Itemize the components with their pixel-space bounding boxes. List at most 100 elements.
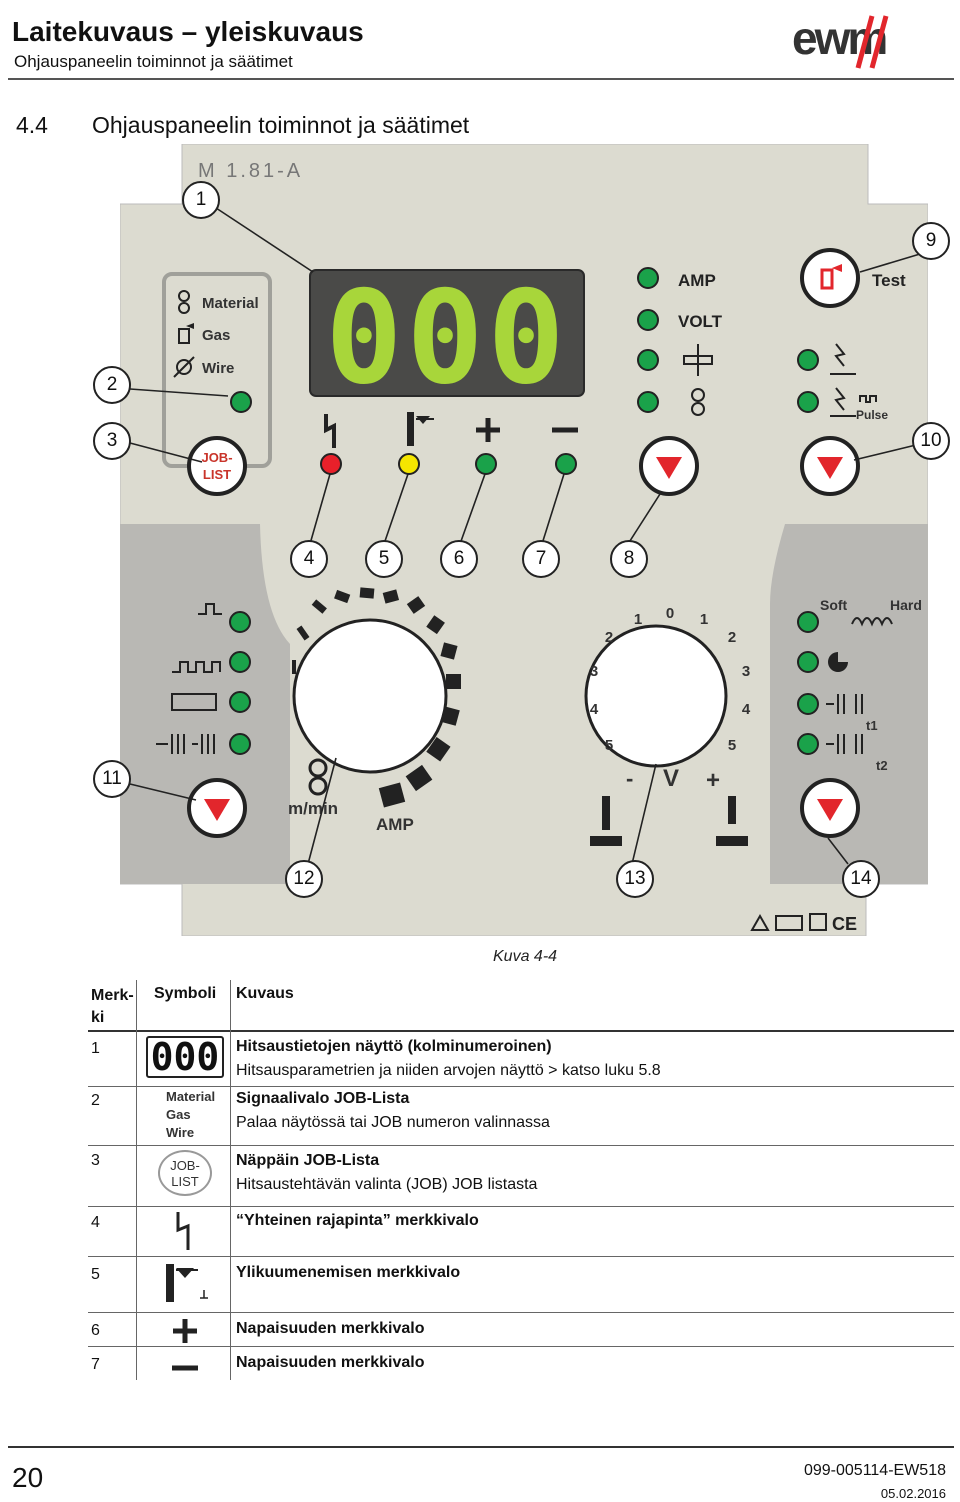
- plus-polarity-icon: [476, 418, 500, 442]
- choke-led: [797, 611, 819, 633]
- svg-text:5: 5: [605, 737, 613, 754]
- volt-scale: 5 4 3 2 1 0 1 2 3 4 5: [590, 605, 751, 754]
- wire-speed-led: [637, 391, 659, 413]
- spot-weld-icon: [171, 693, 217, 711]
- row-title: Hitsaustietojen näyttö (kolminumeroinen): [236, 1038, 552, 1055]
- svg-text:3: 3: [742, 663, 750, 680]
- callout-13: 13: [616, 860, 654, 898]
- process-select-button[interactable]: [800, 436, 860, 496]
- row-divider: [88, 1145, 954, 1146]
- display-000-icon: 000: [146, 1036, 224, 1078]
- wire-speed-knob[interactable]: [292, 618, 448, 774]
- callout-4: 4: [290, 540, 328, 578]
- four-step-led: [229, 651, 251, 673]
- three-digit-display: [309, 269, 585, 397]
- job-list-button[interactable]: JOB- LIST: [187, 436, 247, 496]
- row-description: Hitsaustehtävän valinta (JOB) JOB listas…: [236, 1176, 538, 1193]
- page-header-title: Laitekuvaus – yleiskuvaus: [12, 16, 364, 47]
- minus-polarity-led: [555, 453, 577, 475]
- svg-text:0: 0: [666, 605, 674, 622]
- t1-label: t1: [866, 718, 878, 733]
- interval-icon: [156, 734, 215, 754]
- wire-feed-icon: [178, 290, 190, 314]
- row-title: Näppäin JOB-Lista: [236, 1152, 380, 1169]
- document-date: 05.02.2016: [880, 1486, 946, 1501]
- soft-label: Soft: [820, 597, 848, 613]
- volt-led: [637, 309, 659, 331]
- section-title: 4.4 Ohjauspaneelin toiminnot ja säätimet: [16, 112, 469, 139]
- pulse-arc-icon: [830, 387, 856, 417]
- material-gas-wire-icon: Material Gas Wire: [166, 1089, 216, 1140]
- minus-icon: [172, 1365, 198, 1371]
- display-value: 000: [325, 264, 568, 413]
- plus-icon: [173, 1319, 197, 1343]
- pulse-label: Pulse: [856, 408, 888, 422]
- callout-9: 9: [912, 222, 950, 260]
- interface-lightning-icon: [324, 414, 336, 448]
- row-divider: [88, 1312, 954, 1313]
- table-col-divider-2: [230, 980, 231, 1380]
- section-number: 4.4: [16, 112, 48, 138]
- col-head-symboli: Symboli: [154, 985, 217, 1002]
- overheat-led: [398, 453, 420, 475]
- callout-7: 7: [522, 540, 560, 578]
- wire-feed-small-icon: [691, 388, 705, 416]
- row-title: Napaisuuden merkkivalo: [236, 1320, 425, 1337]
- spot-time-led: [797, 693, 819, 715]
- job-list-led: [230, 391, 252, 413]
- section-title-text: Ohjauspaneelin toiminnot ja säätimet: [92, 112, 470, 138]
- col-head-kuvaus: Kuvaus: [236, 985, 294, 1002]
- panel-model: M 1.81-A: [198, 160, 303, 182]
- interval-led: [229, 733, 251, 755]
- job-list-button-icon: JOB- LIST: [158, 1150, 212, 1196]
- callout-14: 14: [842, 860, 880, 898]
- job-list-line2: LIST: [203, 467, 231, 482]
- row-number: 4: [91, 1214, 100, 1231]
- gas-test-button[interactable]: [800, 248, 860, 308]
- thermometer-icon: [166, 1264, 208, 1302]
- row-number: 2: [91, 1092, 100, 1109]
- pulse-wave-icon: [859, 395, 877, 403]
- knob-scale-marks: [292, 587, 461, 808]
- two-step-led: [229, 611, 251, 633]
- table-col-divider-1: [136, 980, 137, 1380]
- job-list-line1: JOB-: [201, 450, 232, 465]
- amp-led: [637, 267, 659, 289]
- svg-text:4: 4: [742, 701, 751, 718]
- row-title: Napaisuuden merkkivalo: [236, 1354, 425, 1371]
- torch-short-arc-icon: [590, 796, 622, 846]
- pause-time-icon: [826, 734, 863, 754]
- row-divider: [88, 1086, 954, 1087]
- spot-time-icon: [826, 694, 863, 714]
- interface-lightning-icon: [176, 1212, 190, 1250]
- row-description: Hitsausparametrien ja niiden arvojen näy…: [236, 1062, 661, 1079]
- setting-select-button[interactable]: [800, 778, 860, 838]
- display-select-button[interactable]: [639, 436, 699, 496]
- standard-arc-icon: [830, 343, 856, 375]
- col-head-merkki: Merk- ki: [91, 987, 134, 1026]
- row-title: Ylikuumenemisen merkkivalo: [236, 1264, 461, 1281]
- row-title: Signaalivalo JOB-Lista: [236, 1090, 410, 1107]
- volt-minus-label: -: [626, 766, 633, 791]
- material-label: Material: [202, 295, 259, 312]
- wire-label: Wire: [202, 360, 234, 377]
- mode-select-button[interactable]: [187, 778, 247, 838]
- two-step-icon: [198, 603, 222, 615]
- callout-12: 12: [285, 860, 323, 898]
- pause-time-led: [797, 733, 819, 755]
- pulse-mode-led: [797, 391, 819, 413]
- wire-diameter-icon: [173, 356, 195, 378]
- callout-2: 2: [93, 366, 131, 404]
- gas-post-flow-led: [797, 651, 819, 673]
- svg-text:CE: CE: [832, 914, 857, 934]
- svg-text:1: 1: [700, 611, 708, 628]
- row-number: 5: [91, 1266, 100, 1283]
- thickness-led: [637, 349, 659, 371]
- page-number: 20: [12, 1462, 44, 1493]
- svg-text:5: 5: [728, 737, 736, 754]
- callout-10: 10: [912, 422, 950, 460]
- timer-icon: [828, 652, 848, 672]
- amp-label: AMP: [678, 271, 716, 290]
- header-rule: [8, 78, 954, 80]
- compliance-marks-icon: CE: [750, 913, 857, 934]
